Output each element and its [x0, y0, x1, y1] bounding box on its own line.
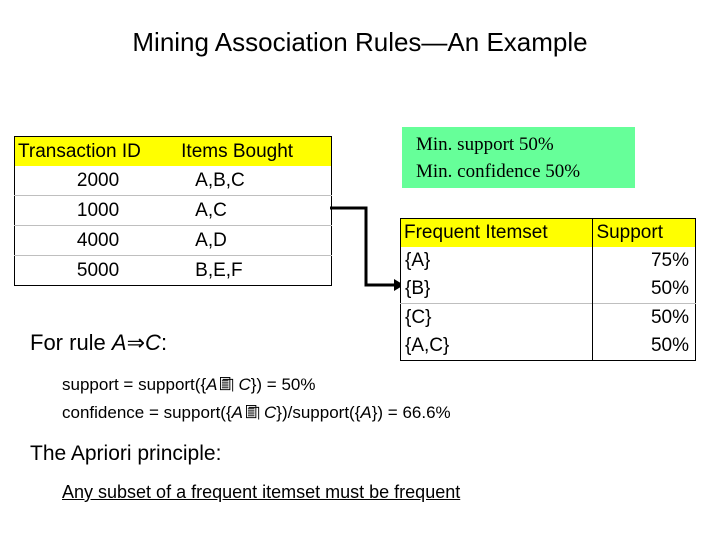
confidence-formula-part3: }) = 66.6%	[371, 403, 451, 422]
cell-transaction-id: 5000	[14, 255, 182, 286]
cell-items-bought: A,C	[181, 195, 332, 226]
table-row: {C} 50%	[400, 303, 696, 332]
rule-consequent: C	[145, 330, 161, 355]
table-row: 2000 A,B,C	[15, 166, 332, 196]
missing-glyph-documents-icon	[246, 405, 260, 420]
min-support-line: Min. support 50%	[416, 134, 554, 155]
table-row: 5000 B,E,F	[14, 255, 332, 286]
table-header-row: Frequent Itemset Support	[400, 218, 696, 247]
support-formula-var1: A	[206, 375, 218, 394]
support-formula-var2: C	[238, 375, 251, 394]
rule-statement: For rule A⇒C:	[30, 330, 167, 356]
cell-itemset: {A}	[400, 247, 594, 275]
column-header-items-bought: Items Bought	[181, 136, 332, 166]
table-header-row: Transaction ID Items Bought	[14, 136, 332, 166]
cell-support: 50%	[650, 335, 689, 356]
cell-itemset: {C}	[400, 303, 594, 332]
page-title: Mining Association Rules—An Example	[132, 27, 588, 57]
cell-support: 50%	[650, 278, 689, 299]
missing-glyph-documents-icon	[220, 377, 234, 392]
frequent-itemset-table: Frequent Itemset Support {A} 75% {B} 50%…	[400, 218, 696, 361]
rule-suffix: :	[160, 330, 168, 355]
support-formula-part2: }) = 50%	[250, 375, 316, 394]
cell-support: 50%	[592, 303, 696, 332]
cell-transaction-id: 1000	[14, 195, 182, 226]
support-formula: support = support({A C}) = 50%	[62, 375, 316, 395]
confidence-formula-var1: A	[231, 403, 243, 422]
min-support-callout: Min. support 50% Min. confidence 50%	[402, 127, 635, 188]
transaction-table: Transaction ID Items Bought 2000 A,B,C 1…	[14, 136, 332, 286]
cell-itemset: {A,C}	[400, 332, 594, 361]
confidence-formula-var3: A	[360, 403, 372, 422]
rule-antecedent: A	[111, 330, 127, 355]
rule-prefix: For rule	[30, 330, 112, 355]
column-header-frequent-itemset: Frequent Itemset	[400, 218, 594, 247]
cell-transaction-id: 4000	[14, 225, 182, 256]
cell-items-bought: B,E,F	[181, 255, 332, 286]
table-row: 1000 A,C	[14, 195, 332, 226]
cell-support: 75%	[650, 250, 689, 271]
elbow-arrow-right-icon	[330, 206, 404, 291]
table-row: 4000 A,D	[14, 225, 332, 256]
column-header-transaction-id: Transaction ID	[14, 136, 182, 166]
support-formula-part1: support = support({	[62, 375, 207, 394]
table-row: {B} 50%	[400, 275, 696, 304]
confidence-formula-part2: })/support({	[276, 403, 361, 422]
min-confidence-line: Min. confidence 50%	[416, 161, 581, 182]
confidence-formula-var2: C	[264, 403, 277, 422]
cell-transaction-id: 2000	[76, 170, 120, 191]
cell-itemset: {B}	[400, 275, 594, 304]
cell-items-bought: A,D	[181, 225, 332, 256]
cell-items-bought: A,B,C	[195, 170, 245, 191]
apriori-principle-heading: The Apriori principle:	[30, 442, 222, 465]
table-row: {A} 75%	[400, 247, 696, 275]
apriori-principle-statement: Any subset of a frequent itemset must be…	[62, 482, 461, 502]
table-row: {A,C} 50%	[400, 332, 696, 361]
column-header-support: Support	[592, 218, 696, 247]
implies-arrow-icon: ⇒	[126, 331, 146, 356]
confidence-formula-part1: confidence = support({	[62, 403, 232, 422]
